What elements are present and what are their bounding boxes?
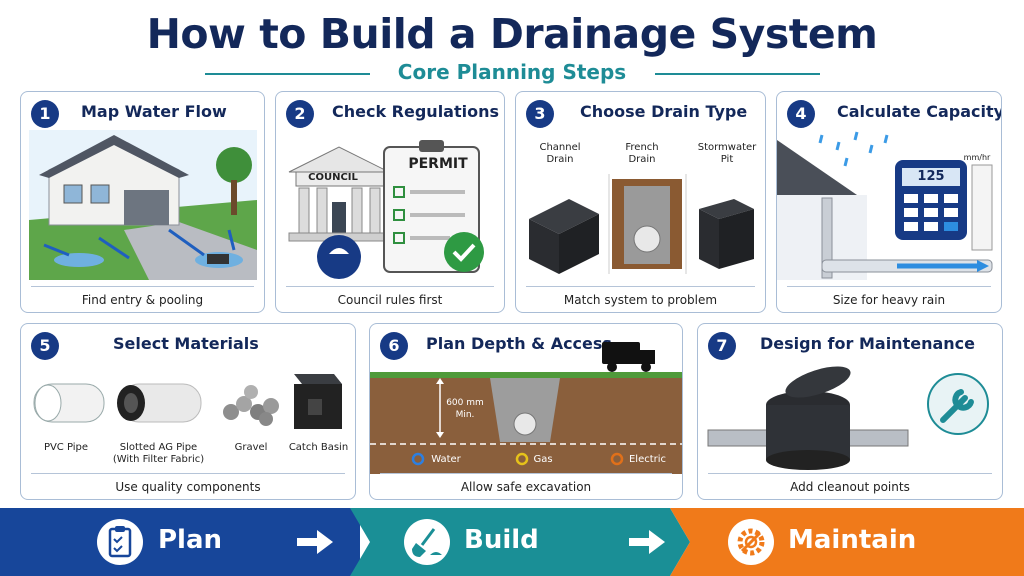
step-footer: Match system to problem (526, 286, 755, 312)
subtitle-rule-right (655, 73, 820, 75)
depth-label: 600 mm Min. (446, 398, 484, 420)
materials-illustration (33, 374, 342, 429)
service-label-electric: Electric (628, 454, 667, 465)
service-label-gas: Gas (533, 454, 553, 465)
step-card-check-regulations: 2 Check Regulations COUNCIL PERMIT Counc… (275, 91, 505, 313)
subtitle: Core Planning Steps (397, 60, 627, 84)
banner-label-maintain: Maintain (788, 525, 917, 555)
page-title: How to Build a Drainage System (146, 10, 878, 58)
step-card-choose-drain-type: 3 Choose Drain Type Channel Drain French… (515, 91, 766, 313)
step-title: Calculate Capacity (837, 102, 1002, 121)
arrow-right-icon (629, 530, 665, 554)
step-number: 2 (286, 100, 314, 128)
subtitle-bar: Core Planning Steps (0, 60, 1024, 88)
step-number: 3 (526, 100, 554, 128)
step-card-select-materials: 5 Select Materials PVC Pipe Slotted AG P… (20, 323, 356, 500)
calculator-display: 125 (917, 169, 945, 184)
material-label: PVC Pipe (43, 442, 89, 453)
step-card-design-for-maintenance: 7 Design for Maintenance Add cleanout po… (697, 323, 1003, 500)
cleanout-pit-illustration (707, 366, 989, 470)
arrow-right-icon (297, 530, 333, 554)
unit-label: mm/hr (963, 153, 991, 162)
permit-heading: PERMIT (408, 156, 468, 172)
step-number: 6 (380, 332, 408, 360)
drain-types-illustration (529, 174, 754, 274)
banner-label-plan: Plan (158, 525, 223, 555)
shovel-icon (404, 519, 450, 565)
step-title: Check Regulations (332, 102, 500, 121)
step-footer: Use quality components (31, 473, 345, 499)
house-water-flow-illustration (29, 130, 257, 280)
material-label: Gravel (234, 442, 268, 453)
banner-label-build: Build (464, 525, 539, 555)
step-title: Map Water Flow (81, 102, 227, 121)
step-number: 4 (787, 100, 815, 128)
council-sign: COUNCIL (308, 172, 358, 183)
rain-capacity-illustration (777, 131, 993, 280)
material-label: Catch Basin (288, 442, 349, 453)
step-number: 1 (31, 100, 59, 128)
step-footer: Find entry & pooling (31, 286, 254, 312)
step-footer: Allow safe excavation (380, 473, 672, 499)
subtitle-rule-left (205, 73, 370, 75)
step-footer: Size for heavy rain (787, 286, 991, 312)
step-card-plan-depth-access: 6 Plan Depth & Access 600 mm Min. Water … (369, 323, 683, 500)
step-card-map-water-flow: 1 Map Water Flow Find entry & pooling (20, 91, 265, 313)
step-footer: Council rules first (286, 286, 494, 312)
step-title: Design for Maintenance (760, 334, 975, 353)
step-footer: Add cleanout points (708, 473, 992, 499)
service-label-water: Water (431, 454, 461, 465)
step-title: Select Materials (113, 334, 259, 353)
step-card-calculate-capacity: 4 Calculate Capacity 125 mm/hr Size for … (776, 91, 1002, 313)
drain-type-label: French Drain (625, 142, 659, 165)
drain-type-label: Channel Drain (539, 142, 581, 165)
drain-type-label: Stormwater Pit (697, 142, 757, 165)
material-label: Slotted AG Pipe (With Filter Fabric) (112, 442, 205, 465)
step-title: Plan Depth & Access (426, 334, 612, 353)
step-title: Choose Drain Type (580, 102, 748, 121)
clipboard-icon (97, 519, 143, 565)
step-number: 5 (31, 332, 59, 360)
trench-depth-illustration (370, 342, 682, 474)
process-banner: Plan Build Maintain (0, 508, 1024, 576)
step-number: 7 (708, 332, 736, 360)
gear-wrench-icon (728, 519, 774, 565)
council-permit-illustration (288, 140, 484, 279)
